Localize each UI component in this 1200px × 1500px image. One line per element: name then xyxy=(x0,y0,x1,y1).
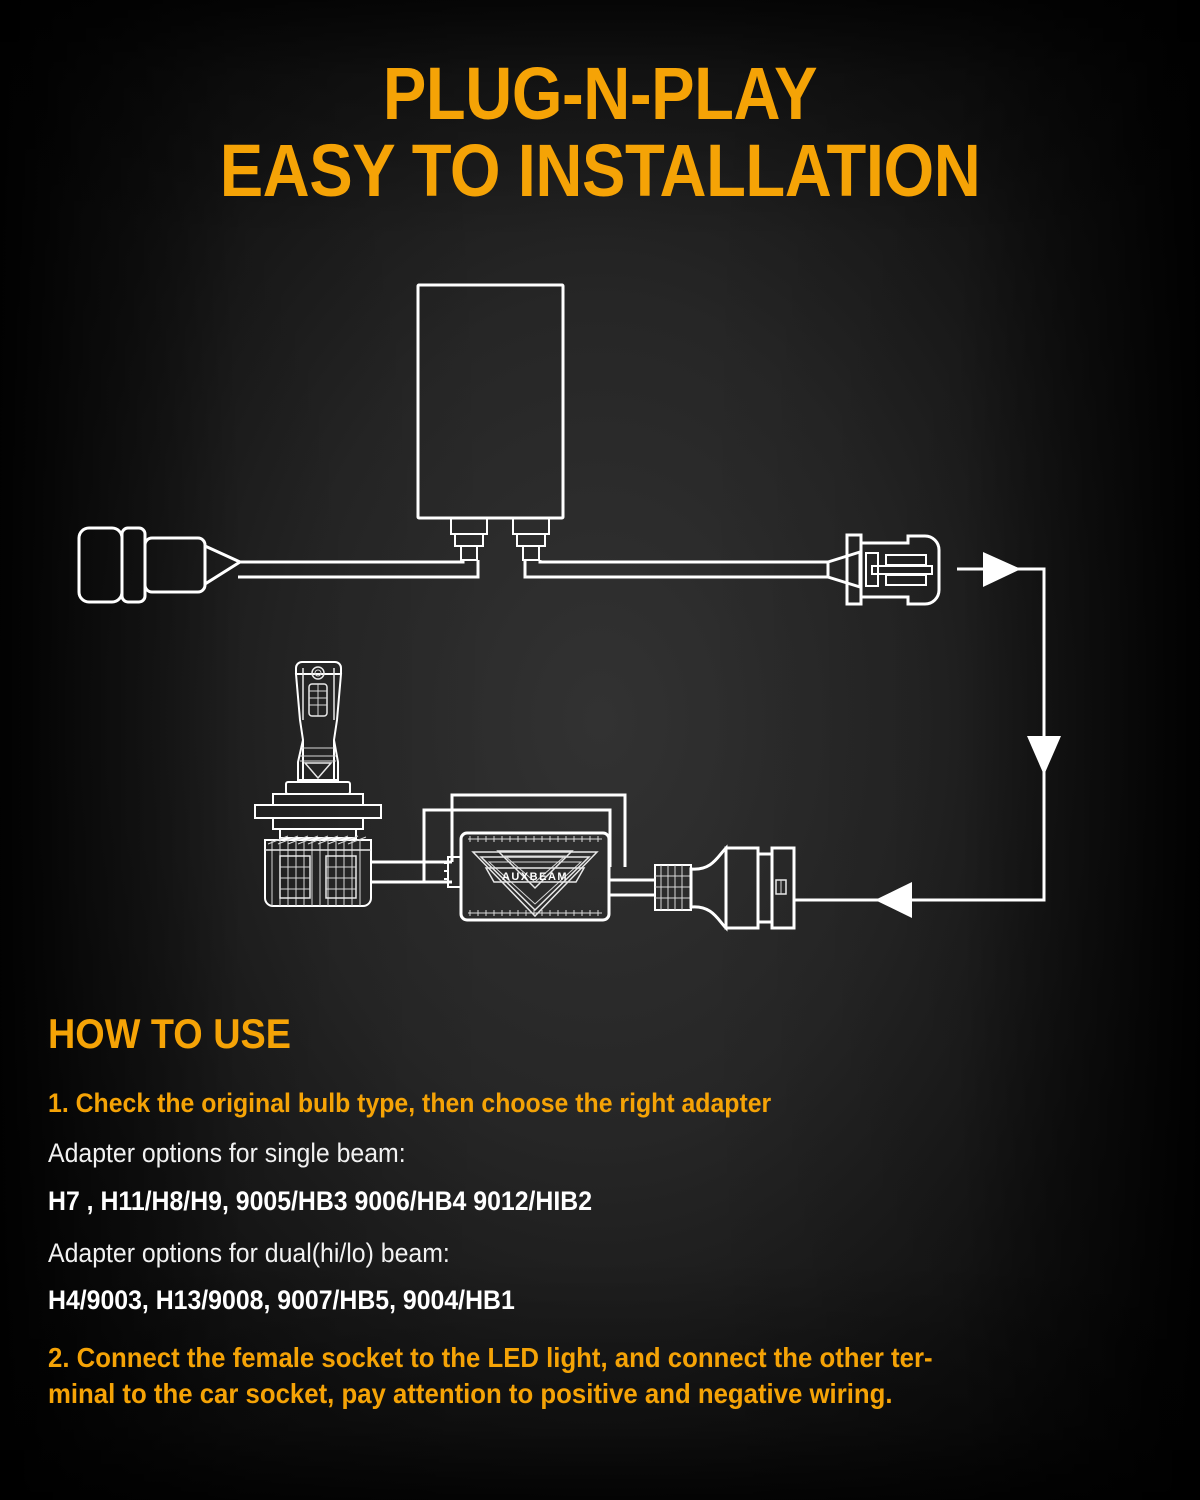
relay-post-right xyxy=(512,517,550,561)
title-line-2: EASY TO INSTALLATION xyxy=(219,129,981,213)
single-beam-values-text: H7 , H11/H8/H9, 9005/HB3 9006/HB4 9012/H… xyxy=(48,1186,593,1216)
led-headlight-bulb xyxy=(254,661,382,907)
page-title: PLUG-N-PLAY EASY TO INSTALLATION xyxy=(0,52,1200,213)
howto-heading: HOW TO USE xyxy=(48,1010,291,1057)
wiring-diagram: .ln { fill:none; stroke:#ffffff; stroke-… xyxy=(77,283,1061,932)
single-beam-label: Adapter options for single beam: xyxy=(48,1138,1069,1170)
dual-beam-label: Adapter options for dual(hi/lo) beam: xyxy=(48,1238,1069,1270)
howto-step1-text: 1. Check the original bulb type, then ch… xyxy=(48,1088,772,1118)
dual-beam-values: H4/9003, H13/9008, 9007/HB5, 9004/HB1 xyxy=(48,1285,1069,1317)
title-line-1: PLUG-N-PLAY xyxy=(382,52,818,135)
howto-step2: 2. Connect the female socket to the LED … xyxy=(48,1340,1069,1412)
led-driver-box: AUXBEAM xyxy=(444,831,611,922)
howto-step1: 1. Check the original bulb type, then ch… xyxy=(48,1088,1069,1120)
male-socket-connector xyxy=(826,533,941,606)
female-socket-connector xyxy=(77,526,244,604)
flow-arrow-top xyxy=(810,552,1061,918)
driver-output-connector xyxy=(609,844,810,932)
wire-top-left xyxy=(238,560,480,579)
wire-top-right xyxy=(523,560,828,579)
howto-step2-line2: minal to the car socket, pay attention t… xyxy=(48,1377,893,1409)
single-beam-label-text: Adapter options for single beam: xyxy=(48,1138,406,1168)
single-beam-values: H7 , H11/H8/H9, 9005/HB3 9006/HB4 9012/H… xyxy=(48,1186,1069,1218)
dual-beam-values-text: H4/9003, H13/9008, 9007/HB5, 9004/HB1 xyxy=(48,1285,515,1315)
howto-step2-line1: 2. Connect the female socket to the LED … xyxy=(48,1342,933,1373)
dual-beam-label-text: Adapter options for dual(hi/lo) beam: xyxy=(48,1238,450,1268)
brand-logo: AUXBEAM xyxy=(471,850,599,918)
relay-control-box xyxy=(416,283,565,561)
relay-post-left xyxy=(450,517,488,561)
brand-logo-text: AUXBEAM xyxy=(502,871,568,883)
